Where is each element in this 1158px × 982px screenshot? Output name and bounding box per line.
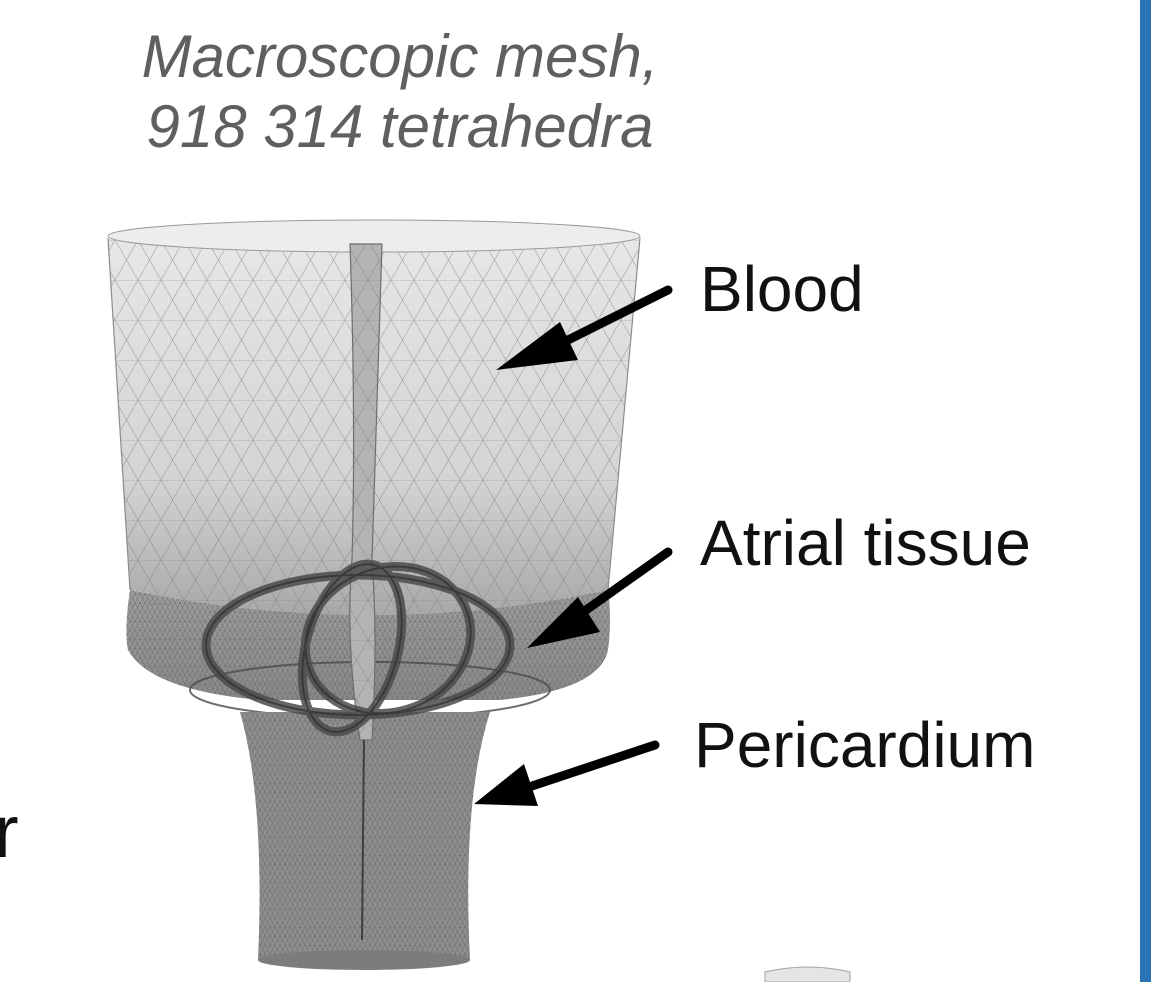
partial-mesh-thumbnail <box>765 967 850 982</box>
label-atrial-tissue: Atrial tissue <box>700 508 1031 578</box>
cropped-letter: r <box>0 792 19 872</box>
label-pericardium: Pericardium <box>694 710 1035 780</box>
arrow-pericardium <box>474 745 655 806</box>
pericardium-stem <box>240 712 490 970</box>
label-blood: Blood <box>700 254 864 324</box>
panel-divider <box>1140 0 1151 982</box>
